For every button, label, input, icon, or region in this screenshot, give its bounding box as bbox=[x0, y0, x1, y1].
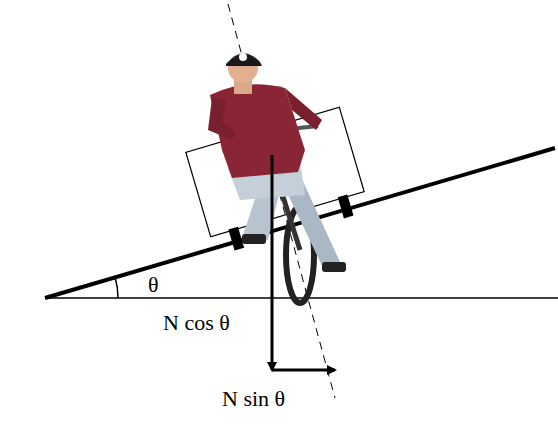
angle-label: θ bbox=[148, 274, 159, 296]
incline bbox=[45, 148, 555, 298]
force-label: N cos θ bbox=[163, 312, 230, 334]
cyclist bbox=[208, 53, 346, 272]
force-arrow-vertical bbox=[271, 155, 274, 370]
angle-arc bbox=[115, 277, 118, 298]
horizontal-line bbox=[45, 297, 558, 299]
force-arrow-horizontal bbox=[272, 369, 335, 372]
force-label: N sin θ bbox=[222, 388, 285, 410]
